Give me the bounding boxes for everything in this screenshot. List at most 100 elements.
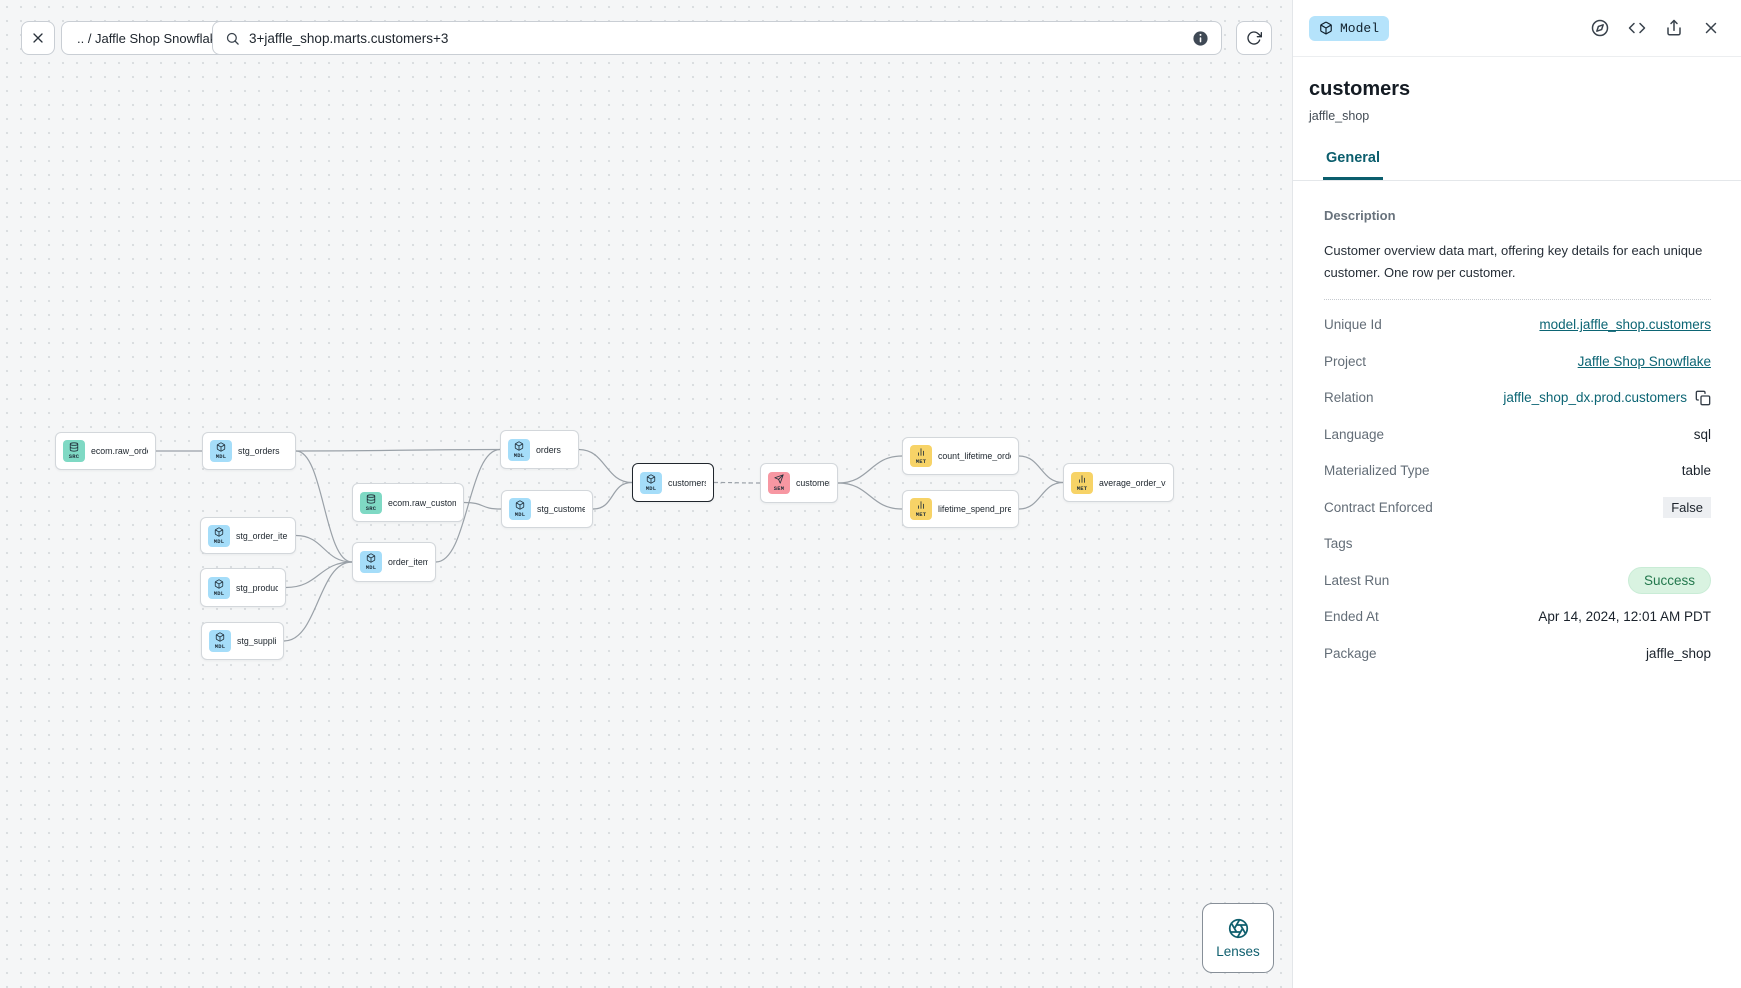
panel-title-block: customers jaffle_shop bbox=[1293, 57, 1741, 123]
lineage-canvas[interactable]: SRCecom.raw_ordersMDLstg_ordersSRCecom.r… bbox=[0, 0, 1292, 988]
field-value-link[interactable]: Jaffle Shop Snowflake bbox=[1577, 353, 1711, 369]
divider bbox=[1324, 298, 1711, 300]
close-lineage-button[interactable] bbox=[21, 21, 55, 55]
code-button[interactable] bbox=[1628, 19, 1647, 38]
edge-customers-customers_sem bbox=[713, 481, 761, 484]
tab-general[interactable]: General bbox=[1323, 144, 1383, 180]
cube-icon: MDL bbox=[209, 630, 231, 652]
edge-customers_sem-count_lifetime_orders bbox=[837, 455, 903, 484]
edge-stg_products-order_items bbox=[285, 561, 353, 589]
cube-icon: MDL bbox=[508, 438, 530, 461]
node-label: orders bbox=[536, 444, 561, 455]
description-text: Customer overview data mart, offering ke… bbox=[1324, 243, 1703, 280]
database-icon: SRC bbox=[360, 491, 382, 514]
field-value-link[interactable]: model.jaffle_shop.customers bbox=[1539, 317, 1711, 333]
breadcrumb[interactable]: .. / Jaffle Shop Snowflake bbox=[61, 21, 240, 55]
refresh-icon bbox=[1246, 30, 1262, 46]
page-title: customers bbox=[1309, 78, 1411, 100]
field-row-tags: Tags bbox=[1324, 526, 1711, 563]
cube-icon: MDL bbox=[208, 576, 230, 599]
field-label: Unique Id bbox=[1324, 317, 1382, 333]
copy-icon[interactable] bbox=[1695, 390, 1711, 406]
node-label: stg_products bbox=[236, 582, 278, 593]
cube-icon: MDL bbox=[640, 471, 662, 494]
field-label: Project bbox=[1324, 353, 1367, 369]
info-icon[interactable] bbox=[1192, 30, 1209, 47]
field-label: Ended At bbox=[1324, 609, 1379, 625]
compass-icon bbox=[1591, 19, 1609, 38]
node-label: average_order_value bbox=[1099, 477, 1166, 488]
graph-node-average_order_value[interactable]: MET average_order_value bbox=[1063, 463, 1174, 502]
edge-stg_order_items-order_items bbox=[295, 534, 353, 563]
node-label: ecom.raw_customers bbox=[388, 497, 456, 508]
node-label: stg_supplies bbox=[237, 636, 276, 646]
field-row-project: Project Jaffle Shop Snowflake bbox=[1324, 343, 1711, 380]
node-label: stg_customers bbox=[537, 504, 585, 514]
node-label: stg_order_items bbox=[236, 530, 288, 541]
search-input[interactable] bbox=[249, 30, 1183, 46]
bar-chart-icon: MET bbox=[1071, 471, 1093, 494]
cube-icon: MDL bbox=[360, 551, 382, 573]
database-icon: SRC bbox=[63, 440, 85, 462]
field-label: Language bbox=[1324, 426, 1385, 442]
panel-actions bbox=[1591, 19, 1721, 38]
field-value: jaffle_shop_dx.prod.customers bbox=[1503, 390, 1687, 406]
field-value: jaffle_shop bbox=[1645, 645, 1711, 661]
lenses-label: Lenses bbox=[1216, 943, 1260, 959]
share-icon bbox=[1665, 19, 1683, 38]
field-value: sql bbox=[1693, 426, 1711, 442]
model-type-label: Model bbox=[1340, 20, 1380, 36]
aperture-icon bbox=[1228, 918, 1249, 939]
cube-icon bbox=[1319, 21, 1333, 35]
cube-icon: MDL bbox=[210, 440, 232, 462]
edge-stg_supplies-order_items bbox=[283, 561, 353, 642]
node-label: count_lifetime_orders bbox=[938, 451, 1011, 461]
compass-button[interactable] bbox=[1591, 19, 1610, 38]
graph-node-customers[interactable]: MDL customers bbox=[632, 463, 714, 502]
node-label: ecom.raw_orders bbox=[91, 446, 148, 456]
value-badge: False bbox=[1663, 496, 1711, 518]
lenses-button[interactable]: Lenses bbox=[1202, 903, 1274, 973]
status-badge: Success bbox=[1627, 566, 1711, 594]
field-row-contract-enforced: Contract Enforced False bbox=[1324, 489, 1711, 526]
edge-lifetime_spend_pretax-average_order_value bbox=[1018, 481, 1064, 510]
cube-icon: MDL bbox=[208, 524, 230, 547]
field-label: Latest Run bbox=[1324, 572, 1390, 588]
edge-orders-customers bbox=[578, 448, 633, 484]
details-panel: Model customers jaffle_shop General Desc… bbox=[1292, 0, 1741, 988]
graph-node-customers_sem[interactable]: SEMcustomers bbox=[760, 463, 838, 503]
model-type-badge: Model bbox=[1309, 15, 1390, 41]
node-label: customers bbox=[668, 477, 706, 488]
graph-node-raw_orders[interactable]: SRC ecom.raw_orders bbox=[55, 432, 156, 470]
graph-node-stg_order_items[interactable]: MDL stg_order_items bbox=[200, 517, 296, 554]
edge-customers_sem-lifetime_spend_pretax bbox=[837, 482, 903, 510]
field-label: Tags bbox=[1324, 536, 1353, 552]
graph-node-orders[interactable]: MDL orders bbox=[500, 430, 579, 469]
edge-stg_orders-orders bbox=[295, 448, 501, 452]
panel-tabs: General bbox=[1293, 144, 1741, 181]
search-icon bbox=[225, 31, 240, 46]
graph-node-stg_supplies[interactable]: MDL stg_supplies bbox=[201, 622, 284, 660]
edge-count_lifetime_orders-average_order_value bbox=[1018, 455, 1064, 484]
refresh-button[interactable] bbox=[1236, 21, 1272, 55]
field-row-language: Language sql bbox=[1324, 416, 1711, 453]
graph-node-raw_customers[interactable]: SRC ecom.raw_customers bbox=[352, 483, 464, 522]
panel-body: Description Customer overview data mart,… bbox=[1293, 181, 1741, 672]
node-label: lifetime_spend_pretax bbox=[938, 504, 1011, 514]
share-button[interactable] bbox=[1665, 19, 1684, 38]
graph-node-stg_products[interactable]: MDL stg_products bbox=[200, 568, 286, 607]
lineage-search[interactable] bbox=[212, 21, 1222, 55]
field-row-unique-id: Unique Id model.jaffle_shop.customers bbox=[1324, 307, 1711, 344]
close-button[interactable] bbox=[1702, 19, 1721, 38]
field-row-latest-run: Latest Run Success bbox=[1324, 562, 1711, 599]
field-value: Apr 14, 2024, 12:01 AM PDT bbox=[1538, 609, 1711, 625]
close-icon bbox=[30, 30, 46, 46]
field-label: Contract Enforced bbox=[1324, 499, 1433, 515]
field-label: Relation bbox=[1324, 390, 1374, 406]
